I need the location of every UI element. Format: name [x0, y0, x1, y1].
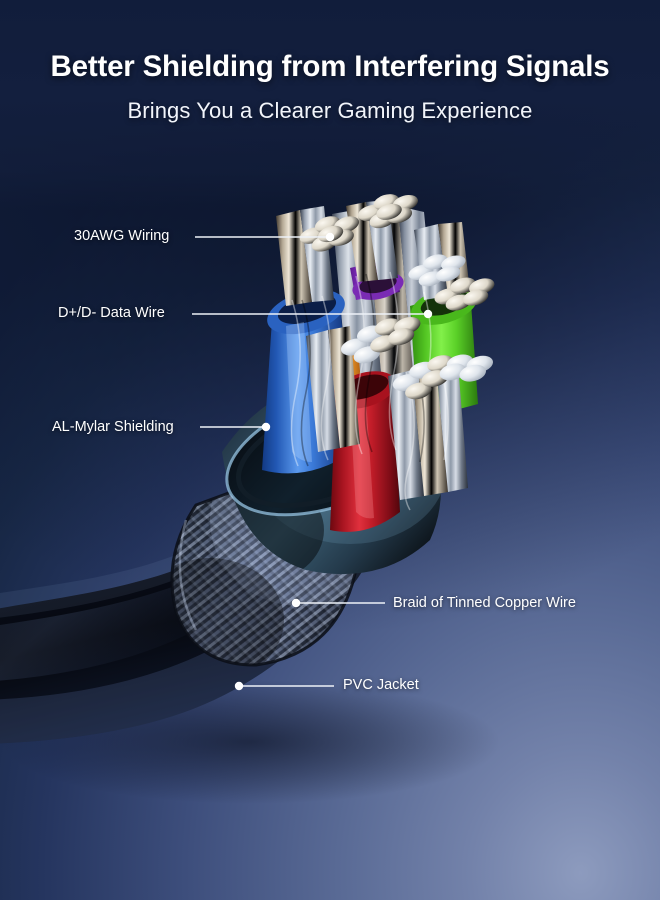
background-top-band	[0, 0, 660, 210]
page-title: Better Shielding from Interfering Signal…	[50, 50, 610, 83]
strand-group-mid	[306, 326, 360, 452]
strand-group-front	[388, 364, 468, 500]
leader-dot-braid	[291, 598, 301, 608]
leader-dot-jacket	[234, 681, 244, 691]
callout-label-braid: Braid of Tinned Copper Wire	[393, 595, 576, 611]
callout-label-data: D+/D- Data Wire	[58, 305, 165, 321]
wire-bundle	[262, 194, 495, 532]
callout-label-jacket: PVC Jacket	[343, 677, 419, 693]
leader-dot-awg	[325, 232, 335, 242]
leader-dot-mylar	[261, 422, 271, 432]
page-subtitle: Brings You a Clearer Gaming Experience	[127, 98, 533, 123]
leader-dot-data	[423, 309, 433, 319]
callout-label-mylar: AL-Mylar Shielding	[52, 419, 174, 435]
callout-label-awg: 30AWG Wiring	[74, 228, 170, 244]
callout-leader-lines	[192, 232, 433, 691]
strand-end-caps	[299, 194, 495, 400]
